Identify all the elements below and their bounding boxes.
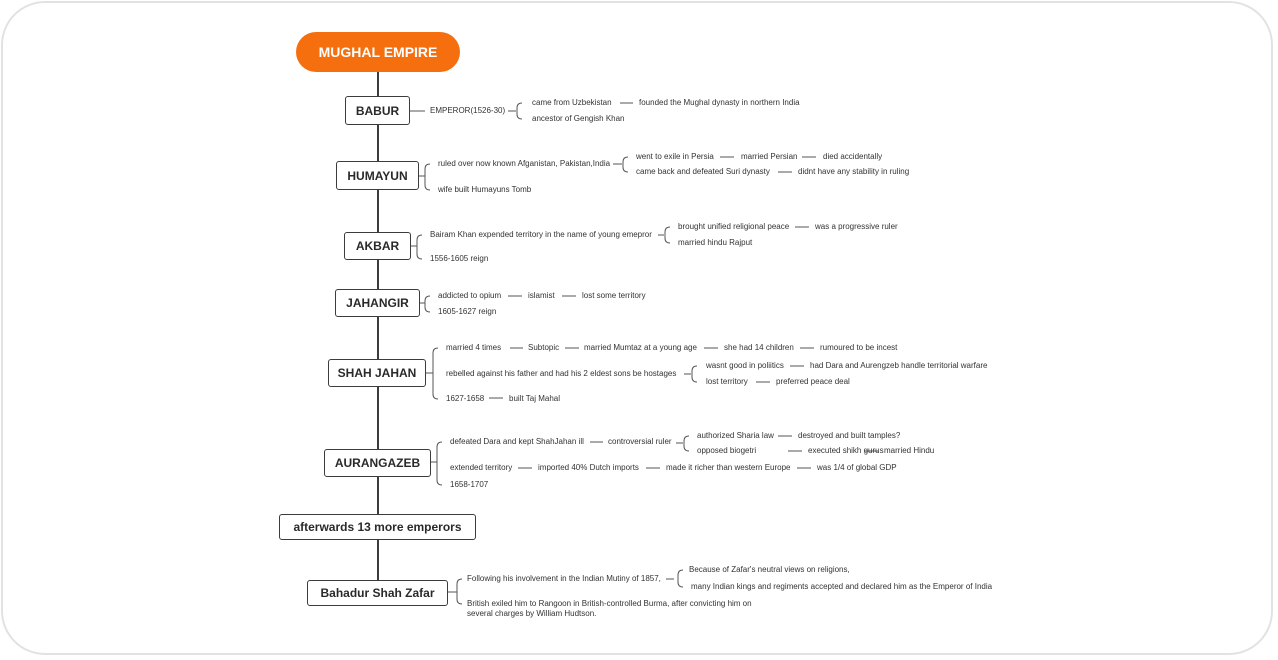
subtopic[interactable]: married hindu Rajput — [678, 238, 753, 247]
subtopic[interactable]: islamist — [528, 291, 555, 300]
central-topic[interactable]: MUGHAL EMPIRE — [296, 32, 460, 72]
subtopic[interactable]: 1627-1658 — [446, 394, 485, 403]
subtopic[interactable]: died accidentally — [823, 152, 883, 161]
subtopic[interactable]: had Dara and Aurengzeb handle territoria… — [810, 361, 988, 370]
subtopic[interactable]: Bairam Khan expended territory in the na… — [430, 230, 652, 239]
subtopic[interactable]: brought unified religional peace — [678, 222, 790, 231]
subtopic[interactable]: opposed biogetri — [697, 446, 757, 455]
topic-akbar[interactable]: AKBAR — [344, 232, 411, 260]
subtopic[interactable]: British exiled him to Rangoon in British… — [467, 599, 752, 618]
subtopic[interactable]: married Mumtaz at a young age — [584, 343, 697, 352]
subtopic[interactable]: lost territory — [706, 377, 748, 386]
subtopic[interactable]: Following his involvement in the Indian … — [467, 574, 661, 583]
subtopic[interactable]: married Persian — [741, 152, 798, 161]
subtopic[interactable]: came back and defeated Suri dynasty — [636, 167, 770, 176]
subtopic[interactable]: was a progressive ruler — [815, 222, 898, 231]
subtopic[interactable]: Subtopic — [528, 343, 560, 352]
subtopic[interactable]: didnt have any stability in ruling — [798, 167, 910, 176]
subtopic[interactable]: married Hindu — [884, 446, 935, 455]
topic-babur[interactable]: BABUR — [345, 96, 410, 125]
topic-jahangir[interactable]: JAHANGIR — [335, 289, 420, 317]
subtopic[interactable]: married 4 times — [446, 343, 502, 352]
subtopic[interactable]: controversial ruler — [608, 437, 672, 446]
subtopic[interactable]: imported 40% Dutch imports — [538, 463, 639, 472]
subtopic[interactable]: 1658-1707 — [450, 480, 489, 489]
topic-shahjahan[interactable]: SHAH JAHAN — [328, 359, 426, 387]
subtopic[interactable]: made it richer than western Europe — [666, 463, 791, 472]
subtopic[interactable]: executed shikh gurus — [808, 446, 884, 455]
subtopic[interactable]: defeated Dara and kept ShahJahan ill — [450, 437, 584, 446]
subtopic[interactable]: wife built Humayuns Tomb — [438, 185, 532, 194]
subtopic[interactable]: she had 14 children — [724, 343, 794, 352]
topic-afterwards[interactable]: afterwards 13 more emperors — [279, 514, 476, 540]
subtopic[interactable]: extended territory — [450, 463, 513, 472]
subtopic[interactable]: came from Uzbekistan — [532, 98, 612, 107]
subtopic[interactable]: ancestor of Gengish Khan — [532, 114, 625, 123]
subtopic[interactable]: was 1/4 of global GDP — [817, 463, 897, 472]
subtopic[interactable]: rebelled against his father and had his … — [446, 369, 677, 378]
subtopic[interactable]: lost some territory — [582, 291, 646, 300]
subtopic[interactable]: many Indian kings and regiments accepted… — [691, 582, 993, 591]
subtopic[interactable]: rumoured to be incest — [820, 343, 898, 352]
subtopic[interactable]: ruled over now known Afganistan, Pakista… — [438, 159, 611, 168]
subtopic[interactable]: authorized Sharia law — [697, 431, 774, 440]
subtopic[interactable]: destroyed and built tamples? — [798, 431, 901, 440]
subtopic[interactable]: preferred peace deal — [776, 377, 850, 386]
subtopic[interactable]: built Taj Mahal — [509, 394, 560, 403]
subtopic[interactable]: went to exile in Persia — [636, 152, 714, 161]
topic-bahadur-shah-zafar[interactable]: Bahadur Shah Zafar — [307, 580, 448, 606]
subtopic[interactable]: 1556-1605 reign — [430, 254, 489, 263]
subtopic[interactable]: wasnt good in poliitics — [706, 361, 784, 370]
subtopic[interactable]: addicted to opium — [438, 291, 502, 300]
topic-aurangazeb[interactable]: AURANGAZEB — [324, 449, 431, 477]
topic-humayun[interactable]: HUMAYUN — [336, 161, 419, 190]
subtopic[interactable]: 1605-1627 reign — [438, 307, 497, 316]
subtopic[interactable]: founded the Mughal dynasty in northern I… — [639, 98, 800, 107]
subtopic[interactable]: Because of Zafar's neutral views on reli… — [689, 565, 850, 574]
subtopic[interactable]: EMPEROR(1526-30) — [430, 106, 506, 115]
